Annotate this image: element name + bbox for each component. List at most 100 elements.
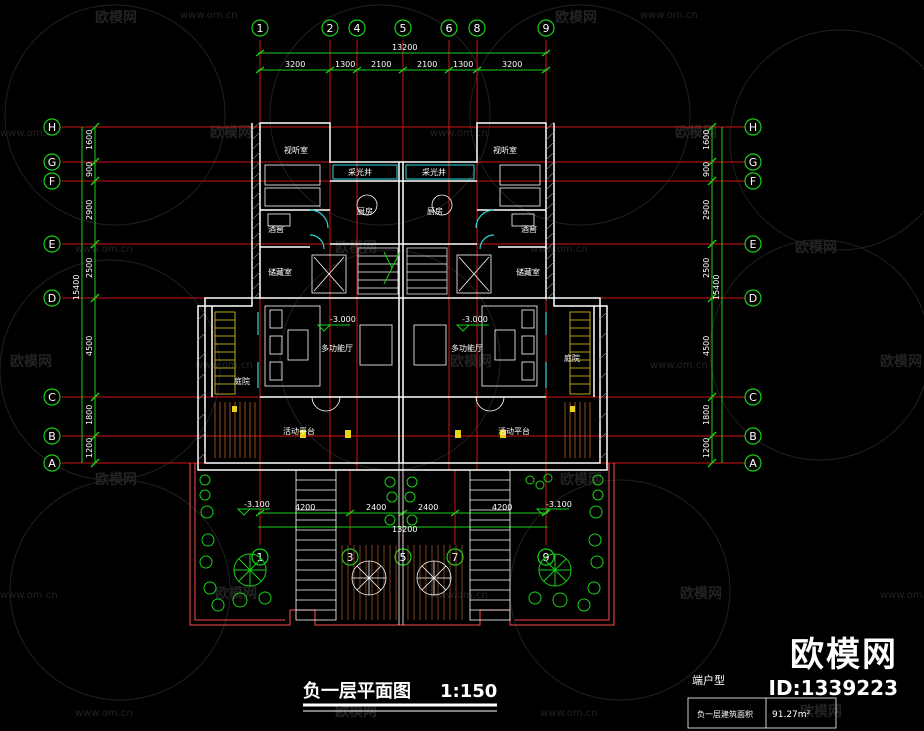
dim-side: 1600 [702,130,711,150]
room-terrace: 活动平台 [283,426,315,436]
wm-logo: 欧模网 [555,9,597,26]
dim-side-total: 15400 [712,275,721,300]
room-storage: 储藏室 [268,267,292,277]
dim-top: 3200 [285,60,305,69]
wm-logo: 欧模网 [675,124,717,141]
dimension-text: 13200 3200 1300 2100 2100 1300 3200 4200… [72,43,721,534]
wm-logo: 欧模网 [800,703,842,720]
axis-col-label: 4 [354,22,361,35]
room-wine-cellar: 酒窖 [521,224,537,234]
axis-row-label: D [48,292,56,305]
dim-bottom: 4200 [295,503,315,512]
axis-row-label: E [750,238,757,251]
wm-logo: 欧模网 [95,9,137,26]
room-storage: 储藏室 [516,267,540,277]
dim-top: 2100 [417,60,437,69]
dim-side-total: 15400 [72,275,81,300]
dim-side: 2500 [702,258,711,278]
wm-url: www.om.cn [880,590,924,601]
axis-col-label: 8 [474,22,481,35]
dim-side: 900 [702,162,711,177]
hall-doors [311,396,505,412]
elev-yard: -3.100 [546,500,572,509]
dim-side: 4500 [85,336,94,356]
brand-name: 欧模网 [790,635,898,675]
axis-row-label: F [750,175,756,188]
axis-row-label: H [48,121,56,134]
dim-side: 1600 [85,130,94,150]
drawing-title: 负一层平面图 1:150 [303,680,497,712]
axis-row-label: G [749,156,758,169]
axis-col-label: 9 [543,551,550,564]
dim-side: 2900 [85,200,94,220]
axis-row-label: C [749,391,757,404]
wm-logo: 欧模网 [335,239,377,256]
axis-labels: 1 2 4 5 6 8 9 H G F E D C B A H G F E D … [48,22,758,564]
dim-side: 1200 [85,438,94,458]
axis-col-label: 9 [543,22,550,35]
stair-arrows [383,251,401,285]
axis-col-label: 5 [400,22,407,35]
elevation-markers [236,324,569,516]
wm-url: www.om.cn [530,244,588,255]
dim-side: 1800 [85,405,94,425]
wm-logo: 欧模网 [795,239,837,256]
axis-row-label: E [49,238,56,251]
dim-bottom-total: 13200 [392,525,417,534]
elev-hall: -3.000 [462,315,488,324]
lightwells [332,164,475,180]
cad-plan: 13200 3200 1300 2100 2100 1300 3200 4200… [43,19,837,729]
dim-top: 1300 [453,60,473,69]
room-lightwell: 采光井 [422,167,446,177]
dim-side: 2900 [702,200,711,220]
room-garden: 庭院 [234,376,250,386]
dim-bottom: 2400 [418,503,438,512]
title-main: 负一层平面图 [303,680,411,702]
dimension-lines [81,49,723,528]
wm-url: www.om.cn [430,128,488,139]
dim-side: 4500 [702,336,711,356]
dim-top-total: 13200 [392,43,417,52]
dim-side: 900 [85,162,94,177]
room-kitchen: 厨房 [357,206,373,216]
dim-side: 1800 [702,405,711,425]
dim-side: 2500 [85,258,94,278]
room-kitchen: 厨房 [427,206,443,216]
room-multi-hall: 多功能厅 [321,343,353,353]
info-text: 端户型 负一层建筑面积 91.27m² [692,673,811,720]
axis-col-label: 3 [347,551,354,564]
axis-row-label: H [749,121,757,134]
wm-logo: 欧模网 [10,353,52,370]
axis-col-label: 6 [446,22,453,35]
axis-row-label: B [48,430,56,443]
room-wine-cellar: 酒窖 [268,224,284,234]
room-labels: 视听室 视听室 采光井 采光井 厨房 厨房 酒窖 酒窖 储藏室 储藏室 多功能厅… [234,145,580,436]
wm-logo: 欧模网 [680,585,722,602]
wm-url: www.om.cn [0,590,58,601]
wm-url: www.om.cn [650,360,708,371]
axis-row-label: F [49,175,55,188]
area-value: 91.27m² [772,710,811,720]
house-type: 端户型 [692,673,725,687]
furniture [264,164,541,387]
axis-row-label: A [749,457,757,470]
elev-yard: -3.100 [244,500,270,509]
wm-logo: 欧模网 [880,353,922,370]
axis-col-label: 1 [257,22,264,35]
columns [232,406,575,438]
wm-logo: 欧模网 [210,124,252,141]
room-audiovisual: 视听室 [284,145,308,155]
courtyard-steps [295,463,511,625]
axis-row-label: A [48,457,56,470]
wm-logo: 欧模网 [95,471,137,488]
brand-badge: 欧模网 ID:1339223 [769,635,898,701]
axis-row-label: D [749,292,757,305]
wm-url: www.om.cn [0,128,58,139]
courtyard-wall [189,463,615,626]
wm-url: www.om.cn [75,708,133,719]
elevation-labels: -3.000 -3.000 -3.100 -3.100 [244,315,572,509]
side-stairs [214,311,591,395]
wm-logo: 欧模网 [560,471,602,488]
terrace-band [214,402,591,458]
